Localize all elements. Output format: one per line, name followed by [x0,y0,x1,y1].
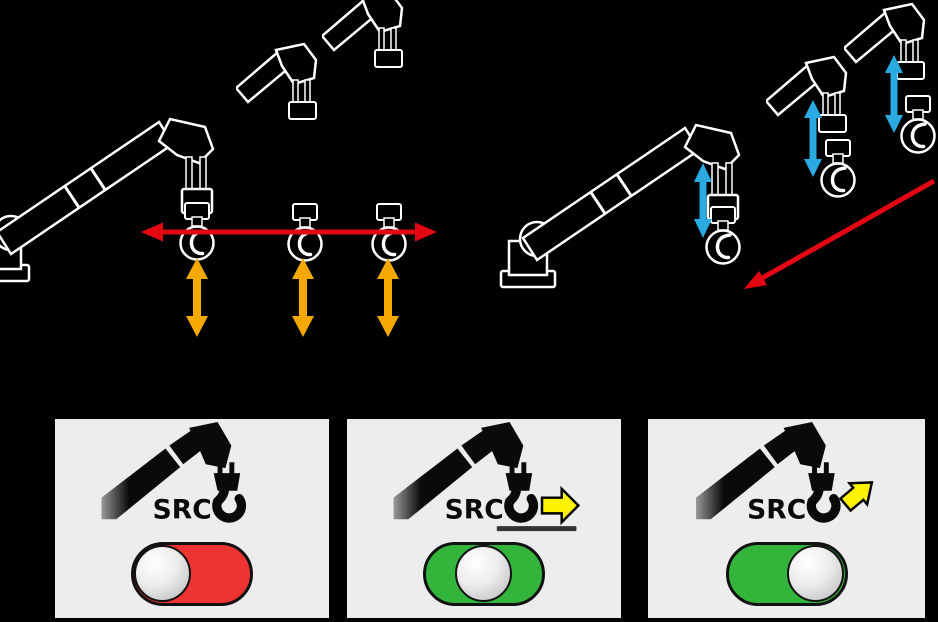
hook-icon [822,140,855,197]
blue-vertical-double-arrow [885,55,903,133]
crane-icon [0,119,213,281]
toggle-knob[interactable] [455,545,512,602]
yellow-right-arrow-icon [540,485,581,526]
hook-icon [902,96,935,153]
src-pictogram: SRC [55,419,329,525]
src-label: SRC [153,494,212,525]
src-pictogram: SRC [648,419,874,525]
boom-tip-ghost-icon [236,44,316,119]
src-label: SRC [445,494,504,525]
left-crane-group [0,0,437,337]
boom-tip-ghost-icon [322,0,402,67]
boom-tip-ghost-icon [844,4,924,79]
hook-underline [496,526,577,532]
crane-movement-diagram [0,0,938,337]
orange-vertical-double-arrow [292,258,314,337]
orange-vertical-double-arrow [377,258,399,337]
toggle-knob[interactable] [134,545,191,602]
src-panel-intermediate: SRC [347,419,621,618]
blue-vertical-double-arrow [804,100,822,177]
src-panel-on: SRC [648,419,925,618]
toggle-knob[interactable] [786,545,844,602]
hook-icon [707,207,740,264]
src-label: SRC [747,494,806,525]
boom-tip-ghost-icon [766,57,846,132]
yellow-diagonal-arrow-icon [838,481,874,513]
src-panel-off: SRC [55,419,329,618]
src-toggle[interactable] [725,542,848,606]
red-horizontal-double-arrow [141,222,437,242]
right-crane-group [501,4,935,289]
orange-vertical-double-arrow [186,258,208,337]
src-pictogram: SRC [347,419,581,532]
blue-vertical-double-arrow [694,163,712,238]
red-diagonal-arrow [744,178,936,289]
src-toggle[interactable] [131,542,253,606]
src-toggle[interactable] [423,542,545,606]
